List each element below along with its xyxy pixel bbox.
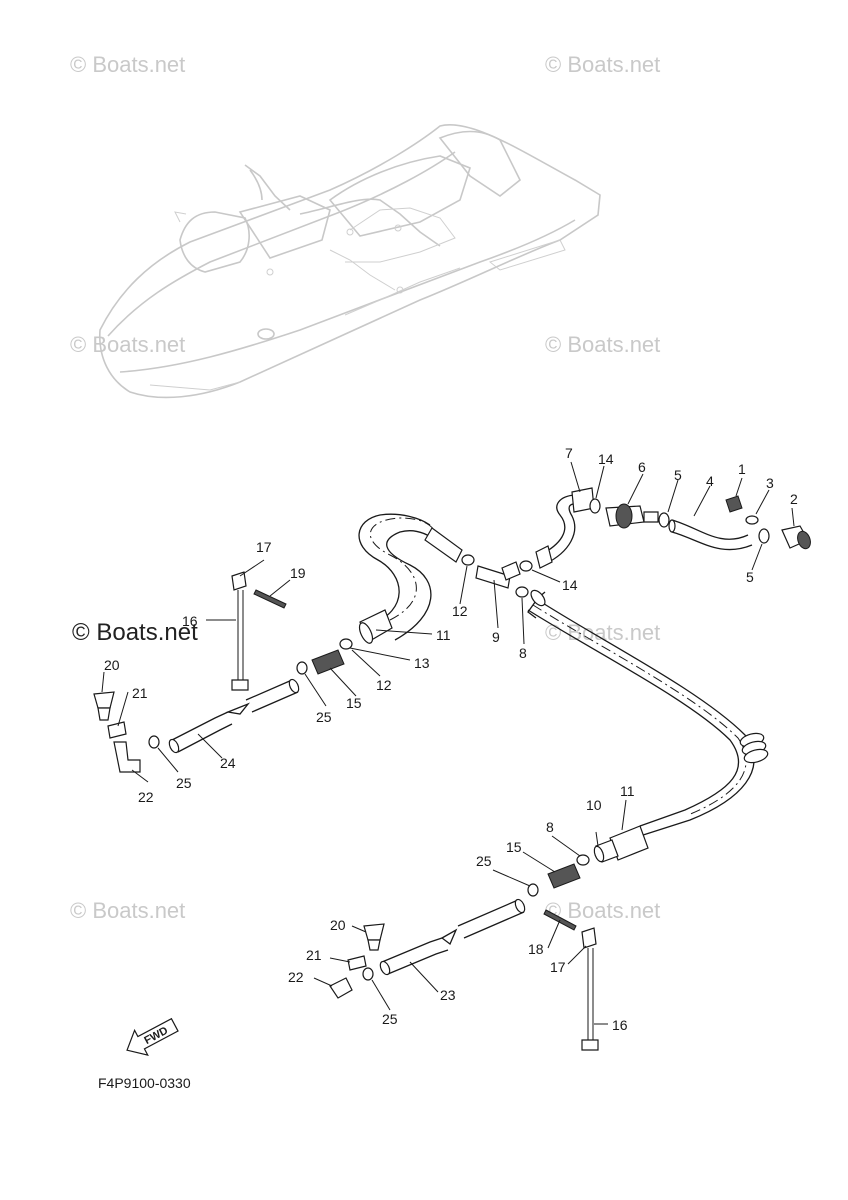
callout-14: 14: [562, 577, 578, 593]
tee-joint: [475, 565, 511, 589]
nut: [725, 495, 743, 513]
clamp: [296, 661, 308, 675]
callout-labels: 1 2 3 4 5 5 6 7 8 8 9 10 11 11 12 12 13 …: [104, 445, 798, 1033]
clamp: [515, 586, 529, 598]
callout-24: 24: [220, 755, 236, 771]
callout-23: 23: [440, 987, 456, 1003]
callout-25: 25: [316, 709, 332, 725]
clamp: [658, 512, 670, 528]
leader-lines: [101, 461, 795, 1025]
callout-1: 1: [738, 461, 746, 477]
callout-25: 25: [476, 853, 492, 869]
tie-strap: [231, 679, 249, 691]
fwd-label: FWD: [142, 1025, 170, 1047]
clamp: [576, 854, 590, 866]
callout-25: 25: [382, 1011, 398, 1027]
callout-8: 8: [546, 819, 554, 835]
callout-18: 18: [528, 941, 544, 957]
hose-assembly: [168, 487, 769, 976]
clamp: [362, 967, 374, 981]
callout-17: 17: [550, 959, 566, 975]
watermark: © Boats.net: [545, 332, 660, 357]
watermark: © Boats.net: [545, 620, 660, 645]
callout-4: 4: [706, 473, 714, 489]
washer: [745, 515, 759, 525]
fitting: [311, 649, 345, 675]
callout-14: 14: [598, 451, 614, 467]
clamp: [148, 735, 160, 749]
main-watermark: © Boats.net: [72, 619, 198, 646]
callout-5: 5: [674, 467, 682, 483]
clamp: [527, 883, 539, 897]
cap: [93, 691, 115, 709]
holder: [231, 571, 247, 591]
callout-11: 11: [436, 627, 451, 643]
callout-21: 21: [306, 947, 322, 963]
callout-16: 16: [182, 613, 198, 629]
clamp: [758, 528, 770, 544]
clamp: [589, 498, 601, 514]
callout-21: 21: [132, 685, 148, 701]
clamp: [339, 638, 353, 650]
callout-3: 3: [766, 475, 774, 491]
callout-5: 5: [746, 569, 754, 585]
watermark: © Boats.net: [545, 898, 660, 923]
parts: [93, 495, 811, 1051]
watermark: © Boats.net: [545, 52, 660, 77]
elbow: [329, 977, 353, 999]
clamp: [461, 554, 475, 566]
callout-15: 15: [506, 839, 522, 855]
callout-13: 13: [414, 655, 430, 671]
watercraft-illustration: [99, 124, 601, 399]
callout-20: 20: [104, 657, 120, 673]
watermark: © Boats.net: [70, 52, 185, 77]
bellows: [739, 732, 769, 764]
callout-16: 16: [612, 1017, 628, 1033]
elbow: [113, 741, 141, 773]
callout-12: 12: [376, 677, 392, 693]
nut: [107, 721, 127, 739]
clamp: [519, 560, 533, 572]
callout-15: 15: [346, 695, 362, 711]
callout-19: 19: [290, 565, 306, 581]
callout-11: 11: [620, 783, 635, 799]
callout-22: 22: [288, 969, 304, 985]
holder: [581, 927, 597, 949]
cap: [363, 923, 385, 941]
screw: [253, 589, 287, 609]
nut: [347, 955, 367, 971]
watermark: © Boats.net: [70, 332, 185, 357]
callout-8: 8: [519, 645, 527, 661]
callout-10: 10: [586, 797, 602, 813]
callout-9: 9: [492, 629, 500, 645]
fwd-arrow: FWD: [126, 1017, 179, 1056]
callout-12: 12: [452, 603, 468, 619]
figure-code: F4P9100-0330: [98, 1075, 191, 1091]
tie-strap: [581, 1039, 599, 1051]
callout-20: 20: [330, 917, 346, 933]
watermark: © Boats.net: [70, 898, 185, 923]
callout-22: 22: [138, 789, 154, 805]
callout-2: 2: [790, 491, 798, 507]
callout-25: 25: [176, 775, 192, 791]
callout-6: 6: [638, 459, 646, 475]
callout-7: 7: [565, 445, 573, 461]
fitting: [547, 863, 581, 889]
callout-17: 17: [256, 539, 272, 555]
